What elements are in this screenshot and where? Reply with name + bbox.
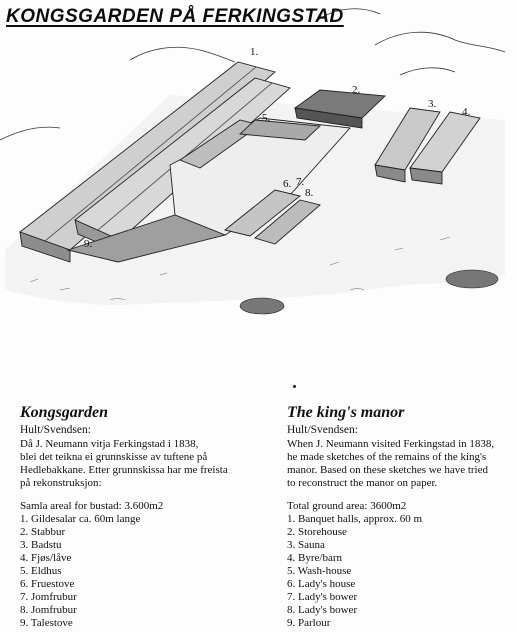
- list-item: 1. Banquet halls, approx. 60 m: [287, 513, 423, 526]
- list-item: 2. Storehouse: [287, 526, 347, 539]
- list-item: 3. Sauna: [287, 539, 325, 552]
- speck-mark: [293, 385, 296, 388]
- list-item: 3. Badstu: [20, 539, 62, 552]
- norwegian-area: Samla areal for bustad: 3.600m2: [20, 500, 164, 513]
- norwegian-intro-line: blei det teikna ei grunnskisse av tuften…: [20, 451, 208, 464]
- hill-right-1: [317, 8, 381, 21]
- list-item: 2. Stabbur: [20, 526, 66, 539]
- ridge-left: [0, 126, 61, 141]
- list-item: 5. Eldhus: [20, 565, 62, 578]
- list-item: 1. Gildesalar ca. 60m lange: [20, 513, 141, 526]
- marker-6: 6.: [283, 178, 292, 190]
- manor-reconstruction-sketch: [0, 8, 506, 315]
- english-intro-line: When J. Neumann visited Ferkingstad in 1…: [287, 438, 495, 451]
- list-item: 9. Parlour: [287, 617, 331, 630]
- list-item: 9. Talestove: [20, 617, 73, 630]
- english-intro-line: manor. Based on these sketches we have t…: [287, 464, 488, 477]
- boulder-right: [445, 269, 499, 289]
- norwegian-intro-line: Hedlebakkane. Etter grunnskissa har me f…: [20, 464, 228, 477]
- english-building-list: 1. Banquet halls, approx. 60 m 2. Storeh…: [287, 513, 518, 630]
- boulder-center: [239, 297, 285, 315]
- english-intro: When J. Neumann visited Ferkingstad in 1…: [287, 438, 518, 490]
- list-item: 7. Lady's bower: [287, 591, 358, 604]
- marker-9: 9.: [84, 238, 93, 250]
- marker-4: 4.: [462, 106, 471, 118]
- norwegian-author: Hult/Svendsen:: [20, 423, 91, 436]
- gate-wall: [66, 214, 227, 263]
- wash-house: [238, 119, 322, 141]
- marker-1: 1.: [250, 46, 259, 58]
- english-author: Hult/Svendsen:: [287, 423, 358, 436]
- list-item: 4. Byre/barn: [287, 552, 342, 565]
- marker-2: 2.: [352, 84, 361, 96]
- hill-left: [129, 46, 236, 63]
- list-item: 5. Wash-house: [287, 565, 352, 578]
- norwegian-intro: Då J. Neumann vitja Ferkingstad i 1838, …: [20, 438, 270, 490]
- ladys-bower: [254, 199, 321, 245]
- document-heading: KONGSGARDEN PÅ FERKINGSTAD: [6, 6, 344, 27]
- english-title: The king's manor: [287, 404, 405, 421]
- list-item: 8. Lady's bower: [287, 604, 358, 617]
- list-item: 7. Jomfrubur: [20, 591, 77, 604]
- english-intro-line: he made sketches of the remains of the k…: [287, 451, 487, 464]
- marker-5: 5.: [262, 112, 271, 124]
- norwegian-intro-line: på rekonstruksjon:: [20, 477, 102, 490]
- norwegian-column: Kongsgarden Hult/Svendsen: Då J. Neumann…: [20, 404, 270, 630]
- marker-8: 8.: [305, 187, 314, 199]
- english-area: Total ground area: 3600m2: [287, 500, 407, 513]
- hill-right-2: [374, 31, 506, 53]
- list-item: 6. Lady's house: [287, 578, 356, 591]
- marker-7: 7.: [296, 176, 305, 188]
- ladys-house: [224, 189, 301, 237]
- english-intro-line: to reconstruct the manor on paper.: [287, 477, 438, 490]
- list-item: 6. Fruestove: [20, 578, 75, 591]
- hill-right-3: [399, 67, 456, 76]
- list-item: 8. Jomfrubur: [20, 604, 77, 617]
- norwegian-building-list: 1. Gildesalar ca. 60m lange 2. Stabbur 3…: [20, 513, 270, 630]
- norwegian-title: Kongsgarden: [20, 404, 109, 421]
- marker-3: 3.: [428, 98, 437, 110]
- english-column: The king's manor Hult/Svendsen: When J. …: [287, 404, 518, 630]
- list-item: 4. Fjøs/låve: [20, 552, 72, 565]
- norwegian-intro-line: Då J. Neumann vitja Ferkingstad i 1838,: [20, 438, 199, 451]
